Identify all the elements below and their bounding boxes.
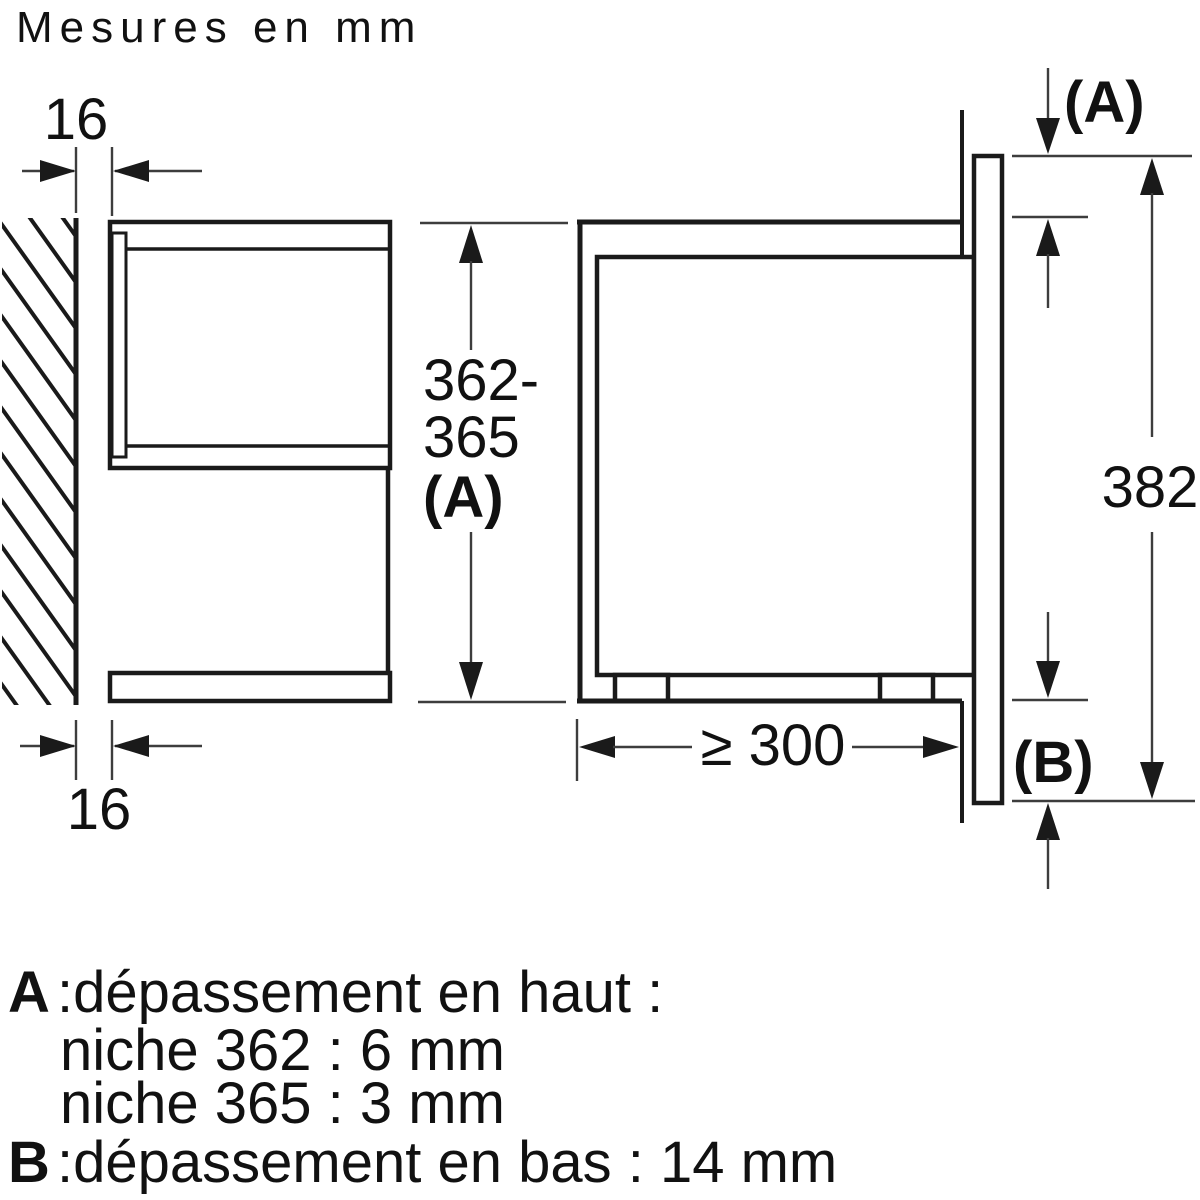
right-view (577, 110, 1005, 823)
arrowhead-right-icon (923, 736, 959, 758)
legend-item-niche-365: niche 365 : 3 mm (60, 1071, 505, 1136)
arrowhead-up-icon (1036, 219, 1060, 256)
dim-wall-gap-bottom: 16 (20, 720, 202, 842)
dim-wall-gap-top: 16 (22, 87, 202, 216)
arrowhead-down-icon (1036, 118, 1060, 154)
dim-overhang-top: (A) (1012, 68, 1192, 308)
dim-niche-depth: ≥ 300 (575, 713, 959, 781)
page-title: Mesures en mm (16, 3, 422, 52)
appliance-foot-right (877, 672, 936, 704)
appliance-body-box (594, 254, 977, 678)
legend-key-a: A (8, 960, 50, 1025)
dim-overhang-bottom-label: (B) (1013, 730, 1094, 795)
dim-niche-depth-value: ≥ 300 (701, 713, 846, 778)
dim-overhang-bottom: (B) (1012, 612, 1195, 889)
arrowhead-right-icon (40, 735, 76, 757)
dim-wall-gap-top-value: 16 (44, 87, 109, 152)
appliance-side-body (107, 219, 393, 471)
legend-item-niche-362: niche 362 : 6 mm (60, 1018, 505, 1083)
legend: A :dépassement en haut : niche 362 : 6 m… (8, 960, 837, 1195)
arrowhead-down-icon (1036, 661, 1060, 698)
dim-niche-height-ref-label: (A) (423, 465, 504, 530)
arrowhead-up-icon (459, 225, 483, 263)
left-view (2, 218, 393, 705)
arrowhead-left-icon (113, 735, 149, 757)
dim-niche-height: 362- 365 (A) (418, 221, 568, 704)
bottom-board (107, 670, 393, 704)
appliance-front-frame (971, 153, 1005, 806)
arrowhead-up-icon (1036, 803, 1060, 840)
arrowhead-up-icon (1140, 158, 1164, 195)
arrowhead-down-icon (1140, 762, 1164, 799)
legend-text-a: :dépassement en haut : (57, 960, 663, 1025)
arrowhead-right-icon (40, 160, 76, 182)
rear-spacer-strip (110, 231, 128, 459)
dim-wall-gap-bottom-value: 16 (67, 777, 132, 842)
legend-text-b: :dépassement en bas : 14 mm (57, 1130, 837, 1195)
appliance-foot-left (612, 672, 671, 704)
dim-overhang-top-label: (A) (1064, 70, 1145, 135)
dim-niche-height-value-line2: 365 (423, 405, 520, 470)
arrowhead-left-icon (579, 736, 615, 758)
dim-front-height-value: 382 (1102, 455, 1199, 520)
arrowhead-down-icon (459, 662, 483, 700)
dim-front-height: 382 (1102, 158, 1199, 799)
arrowhead-left-icon (113, 160, 149, 182)
legend-key-b: B (8, 1130, 50, 1195)
wall-hatch (2, 218, 76, 705)
dim-niche-height-value-line1: 362- (423, 348, 539, 413)
